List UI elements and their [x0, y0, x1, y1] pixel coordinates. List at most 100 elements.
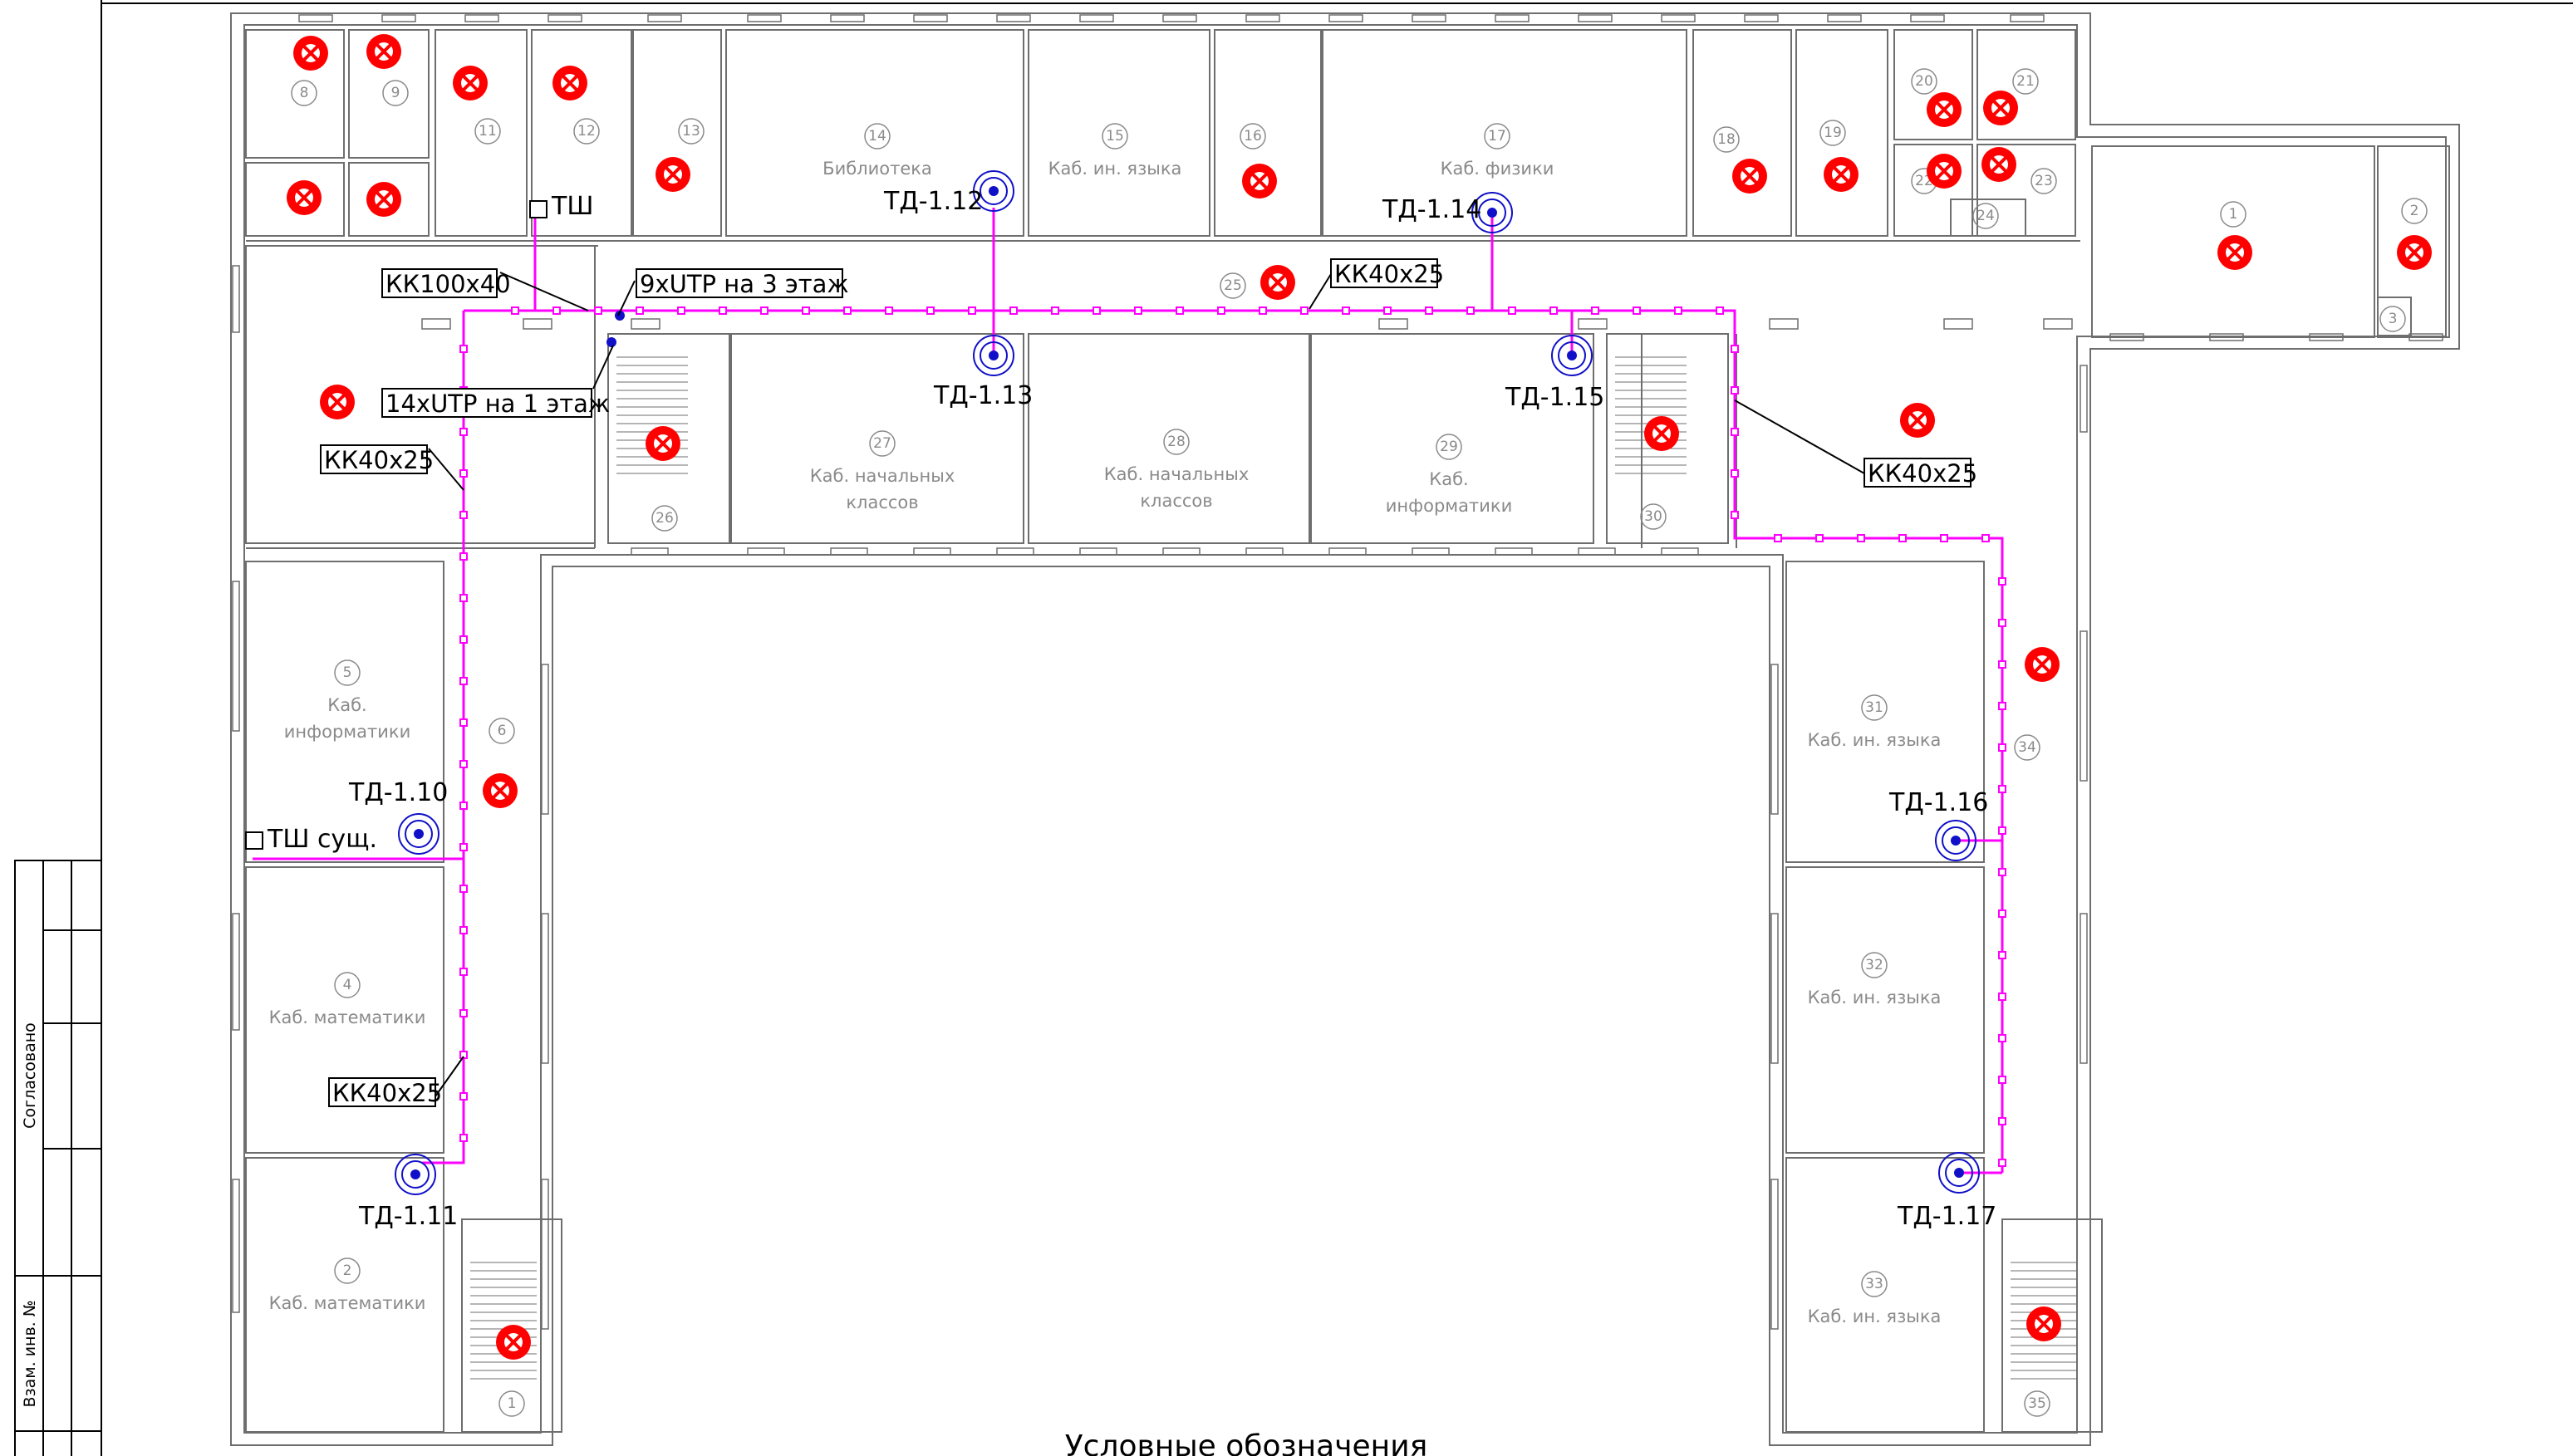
cable-label: КК40х25 [332, 1079, 442, 1107]
wifi-access-point-ring [1942, 826, 1970, 855]
window-mark [1578, 547, 1616, 556]
cable-node [459, 1092, 468, 1101]
room-number: 30 [1644, 508, 1662, 525]
window-mark [1079, 14, 1114, 22]
window-mark [830, 14, 865, 22]
room-name: Каб. [1429, 469, 1468, 489]
room-number: 6 [498, 723, 507, 739]
cable-label-leader [1309, 273, 1332, 310]
room-number: 3 [2389, 311, 2398, 327]
wifi-access-point-ring [1558, 341, 1586, 370]
cable-node [1998, 868, 2006, 876]
cable-routes [253, 208, 2006, 1174]
cable-label-box [381, 388, 592, 418]
room-number: 28 [1167, 434, 1186, 450]
wifi-access-point-center [989, 351, 999, 360]
room-number-circle [1972, 203, 1999, 229]
access-point-label: ТД-1.11 [358, 1202, 458, 1231]
cable-node [1731, 345, 1739, 353]
room-number-circle [573, 118, 600, 145]
window-mark [381, 14, 416, 22]
room-number-circle [474, 118, 501, 145]
cable-node [1383, 306, 1392, 315]
cable-node [459, 677, 468, 685]
room-outline [725, 29, 1024, 237]
cable-node [1998, 702, 2006, 710]
crossed-circle-icon-x [562, 75, 578, 91]
room-number: 16 [1244, 128, 1262, 145]
window-mark [747, 547, 785, 556]
wifi-access-point-center [1487, 208, 1497, 218]
room-outline [1785, 866, 1985, 1154]
cable-node [459, 635, 468, 644]
window-mark [913, 14, 948, 22]
cable-node [1940, 534, 1948, 542]
window-mark [2043, 318, 2073, 330]
room-number-circle [334, 972, 361, 998]
cable-label-leader [592, 345, 614, 390]
window-mark [1769, 318, 1799, 330]
window-mark [1412, 547, 1450, 556]
room-number-circle [2024, 1390, 2050, 1417]
wifi-access-point-ring [405, 820, 433, 848]
room-name: Каб. математики [269, 1007, 426, 1027]
cable-node [1998, 993, 2006, 1001]
room-number-circle [489, 718, 515, 744]
room-number: 24 [1976, 208, 1995, 224]
window-mark [1495, 547, 1533, 556]
cable-label-box [636, 268, 843, 298]
room-name: Каб. [327, 695, 366, 715]
window-mark [1770, 664, 1779, 815]
room-number-circle [651, 505, 678, 532]
window-mark [1578, 318, 1608, 330]
window-mark [1079, 547, 1117, 556]
window-mark [547, 14, 582, 22]
window-mark [541, 913, 549, 1064]
room-number-circle [2220, 201, 2246, 228]
room-outline [1795, 29, 1888, 237]
access-point-label: ТД-1.17 [1897, 1202, 1996, 1231]
crossed-circle-icon-x [329, 394, 346, 410]
room-number-circle [1640, 503, 1667, 530]
room-number-circle [498, 1390, 525, 1417]
room-outline [245, 162, 345, 237]
room-outline [1950, 199, 2026, 237]
room-number: 35 [2028, 1395, 2046, 1412]
room-outline [2091, 145, 2375, 338]
room-outline [245, 1157, 444, 1433]
room-number: 9 [391, 85, 400, 101]
window-mark [1328, 14, 1363, 22]
room-number-circle [869, 430, 896, 457]
room-number-circle [2014, 734, 2040, 761]
cable-node [636, 306, 644, 315]
cable-node [1731, 511, 1739, 519]
cable-node [1998, 1159, 2006, 1167]
cable-node [760, 306, 768, 315]
wifi-access-point-icon [973, 170, 1014, 212]
crossed-circle-icon-x [1741, 168, 1758, 184]
window-mark [1770, 913, 1779, 1064]
room-outline [245, 29, 345, 159]
window-mark [298, 14, 333, 22]
window-mark [631, 318, 660, 330]
window-mark [232, 265, 240, 333]
room-outline [1028, 333, 1310, 544]
room-number: 20 [1915, 73, 1933, 90]
room-number-circle [1861, 694, 1888, 721]
room-outline [632, 29, 722, 237]
window-mark [1827, 14, 1862, 22]
window-mark [1245, 14, 1280, 22]
cable-node [459, 885, 468, 893]
room-number-circle [1102, 123, 1128, 150]
window-mark [1162, 14, 1197, 22]
window-mark [2109, 333, 2144, 341]
building-walls [230, 12, 2460, 1446]
cable-node [459, 802, 468, 810]
agreed-label: Согласовано [21, 1022, 39, 1129]
cable-node [1981, 534, 1990, 542]
cable-node [459, 1051, 468, 1059]
room-number-circle [1861, 952, 1888, 978]
cable-node [1998, 1034, 2006, 1042]
window-mark [1943, 318, 1973, 330]
